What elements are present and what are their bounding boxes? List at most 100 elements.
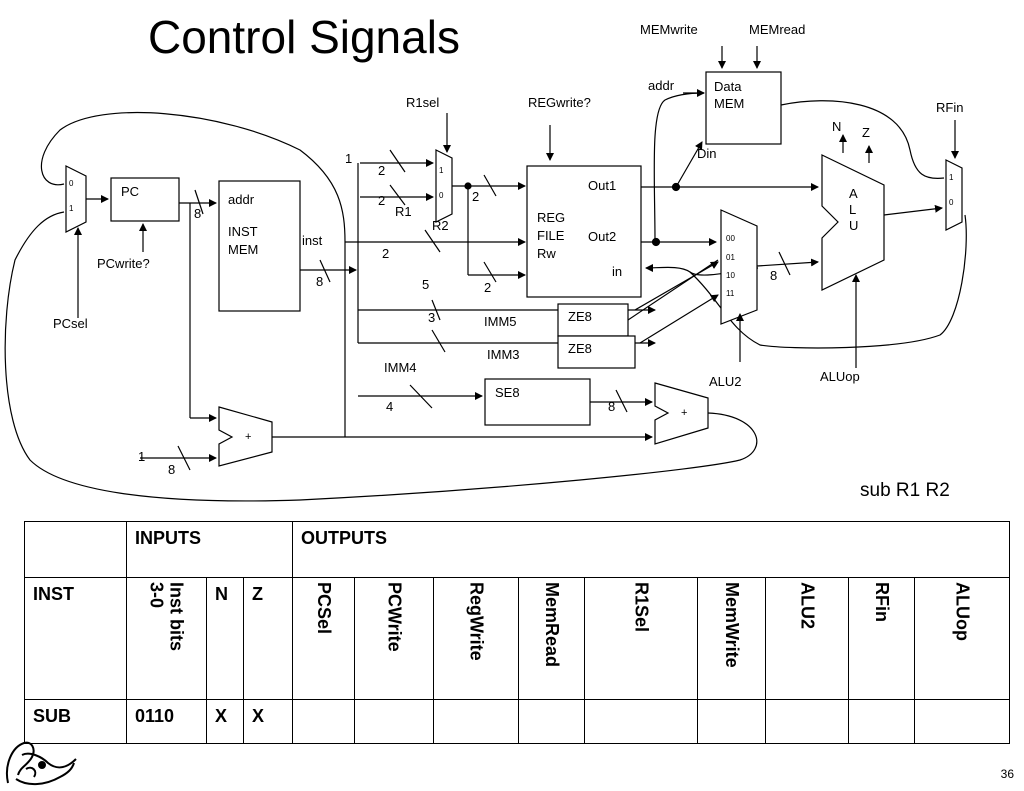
outputs-header: OUTPUTS: [291, 521, 1011, 578]
width-5: 5: [422, 277, 429, 292]
data-mem-box: [705, 71, 782, 145]
row-z: X: [243, 699, 293, 744]
inputs-header: INPUTS: [126, 521, 293, 578]
row-alu2: [765, 699, 849, 744]
row-regwrite: [433, 699, 519, 744]
adder-branch: [654, 382, 709, 445]
width-8-alu: 8: [770, 268, 777, 283]
alu-l-label: L: [849, 202, 856, 217]
adder-pc: [218, 406, 273, 467]
width-2-c: 2: [472, 189, 479, 204]
n-flag-label: N: [832, 119, 841, 134]
adder-branch-plus: +: [681, 407, 687, 419]
ze8-label-b: ZE8: [568, 341, 592, 356]
pcsel-label: PCsel: [53, 316, 88, 331]
pc-mux-0: 0: [69, 179, 74, 188]
r1-mux-1: 1: [439, 166, 444, 175]
n-header: N: [206, 577, 244, 700]
width-2-d: 2: [382, 246, 389, 261]
inst-bits-header: Inst bits 3-0: [126, 577, 207, 700]
row-memwrite: [697, 699, 766, 744]
width-8-inc: 8: [168, 462, 175, 477]
data-mem-label-2: MEM: [714, 96, 744, 111]
width-8-se: 8: [608, 399, 615, 414]
pc-mux-1: 1: [69, 204, 74, 213]
width-3: 3: [428, 310, 435, 325]
memwrite-header: MemWrite: [697, 577, 766, 700]
width-2-a: 2: [378, 163, 385, 178]
width-4: 4: [386, 399, 393, 414]
rfin-header: RFin: [848, 577, 915, 700]
row-n: X: [206, 699, 244, 744]
alu2-mux-01: 01: [726, 253, 735, 262]
pcwrite-header: PCWrite: [354, 577, 434, 700]
alu-a-label: A: [849, 186, 858, 201]
aluop-label: ALUop: [820, 369, 860, 384]
pcsel-header: PCSel: [292, 577, 355, 700]
row-pcsel: [292, 699, 355, 744]
in-label: in: [612, 264, 622, 279]
width-8-inst: 8: [316, 274, 323, 289]
data-mem-label-1: Data: [714, 79, 742, 94]
row-pcwrite: [354, 699, 434, 744]
inst-header: INST: [24, 577, 127, 700]
ze8-box-a: [557, 303, 629, 337]
pc-mux: [65, 165, 87, 233]
page-title: Control Signals: [148, 11, 460, 63]
alu2-mux-00: 00: [726, 234, 735, 243]
r1sel-label: R1sel: [406, 95, 439, 110]
pcwrite-label: PCwrite?: [97, 256, 150, 271]
inst-mem-label-2: MEM: [228, 242, 258, 257]
regwrite-label: REGwrite?: [528, 95, 591, 110]
inc-one-label: 1: [138, 449, 145, 464]
alu-u-label: U: [849, 218, 858, 233]
r2-label: R2: [432, 218, 449, 233]
aluop-header: ALUop: [913, 577, 1011, 700]
alu2-label: ALU2: [709, 374, 742, 389]
file-label: FILE: [537, 228, 565, 243]
register-file-box: [526, 165, 642, 298]
inst-mem-box: [218, 180, 301, 312]
imm4-label: IMM4: [384, 360, 417, 375]
r1-mux-0: 0: [439, 191, 444, 200]
rfin-mux-1: 1: [949, 173, 954, 182]
row-r1sel: [584, 699, 698, 744]
datapath-diagram: MEMwrite MEMread addr Data MEM Din R1sel…: [4, 22, 967, 502]
r1-mux: [435, 149, 453, 223]
out2-label: Out2: [588, 229, 616, 244]
din-label: Din: [697, 146, 717, 161]
z-flag-label: Z: [862, 125, 870, 140]
corner-cell: [24, 521, 127, 578]
row-inst: SUB: [24, 699, 127, 744]
width-2-e: 2: [484, 280, 491, 295]
se8-box: [484, 378, 591, 426]
control-signal-table: INPUTS OUTPUTS INST Inst bits 3-0 N Z PC…: [24, 521, 1011, 744]
width-8-pc: 8: [194, 206, 201, 221]
rfin-mux: [945, 159, 963, 231]
ze8-label-a: ZE8: [568, 309, 592, 324]
imm3-label: IMM3: [487, 347, 520, 362]
alu2-header: ALU2: [765, 577, 849, 700]
data-addr-label: addr: [648, 78, 675, 93]
reg-label: REG: [537, 210, 565, 225]
inst-label: inst: [302, 233, 323, 248]
alu2-mux-11: 11: [726, 289, 735, 298]
alu: [821, 154, 885, 291]
memread-label: MEMread: [749, 22, 805, 37]
inst-mem-label-1: INST: [228, 224, 258, 239]
regwrite-header: RegWrite: [433, 577, 519, 700]
pc-label: PC: [121, 184, 139, 199]
row-rfin: [848, 699, 915, 744]
page-number: 36: [1000, 767, 1014, 781]
mascot-logo-icon: [6, 741, 77, 785]
row-aluop: [913, 699, 1011, 744]
rfin-label: RFin: [936, 100, 963, 115]
rw-label: Rw: [537, 246, 556, 261]
table-row: SUB 0110 X X: [24, 699, 1011, 744]
alu2-mux-10: 10: [726, 271, 735, 280]
se8-label: SE8: [495, 385, 520, 400]
out1-label: Out1: [588, 178, 616, 193]
memread-header: MemRead: [518, 577, 585, 700]
width-2-b: 2: [378, 193, 385, 208]
inst-addr-label: addr: [228, 192, 255, 207]
